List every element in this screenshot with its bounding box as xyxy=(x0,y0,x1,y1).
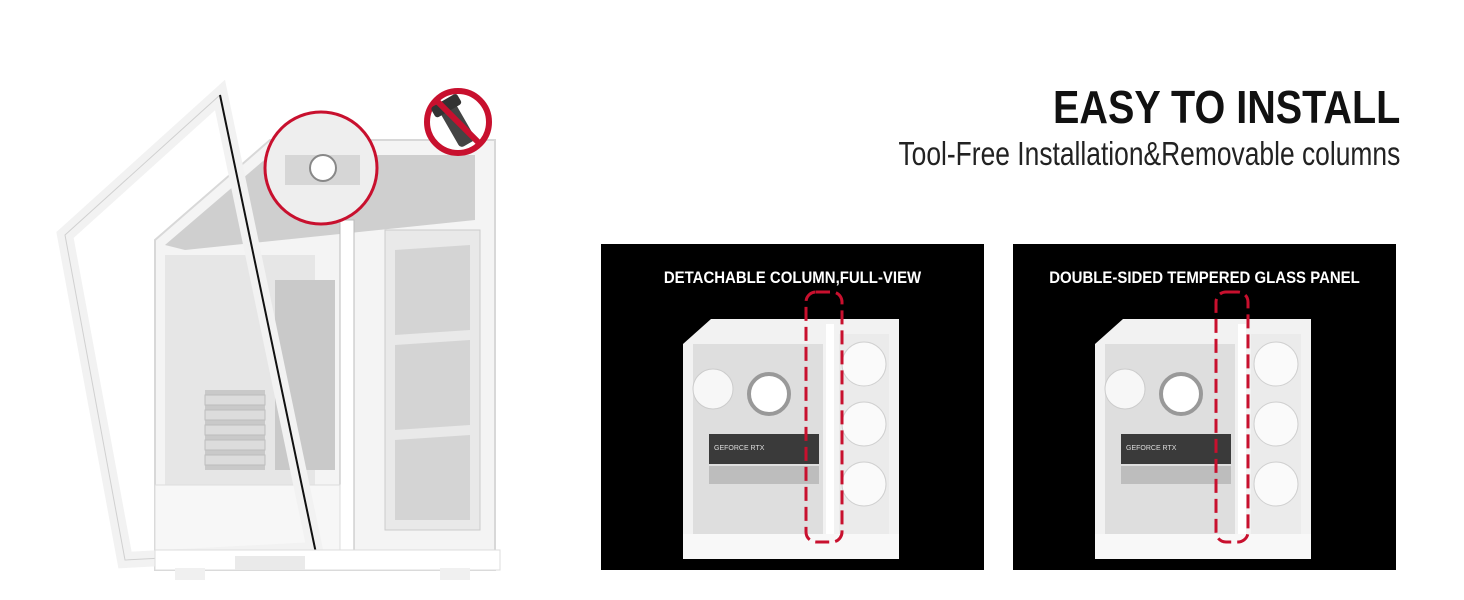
headline-subtitle: Tool-Free Installation&Removable columns xyxy=(898,135,1400,172)
gpu-brand-label: GEFORCE RTX xyxy=(1126,445,1177,452)
feature-panel-glass-panel: GEFORCE RTX DOUBLE-SIDED TEMPERED GLASS … xyxy=(1013,244,1396,570)
hero-case-image xyxy=(55,79,515,580)
feature-panel-detachable-column: GEFORCE RTX DETACHABLE COLUMN,FULL-VIEW xyxy=(601,244,984,570)
no-screwdriver-icon xyxy=(424,88,492,156)
case-photo: GEFORCE RTX xyxy=(1095,290,1311,559)
headline: EASY TO INSTALL Tool-Free Installation&R… xyxy=(773,82,1400,174)
headline-title: EASY TO INSTALL xyxy=(1052,81,1400,133)
case-photo: GEFORCE RTX xyxy=(683,290,899,559)
panel-caption: DOUBLE-SIDED TEMPERED GLASS PANEL xyxy=(1049,268,1360,287)
gpu-brand-label: GEFORCE RTX xyxy=(714,445,765,452)
panel-caption: DETACHABLE COLUMN,FULL-VIEW xyxy=(663,268,922,287)
